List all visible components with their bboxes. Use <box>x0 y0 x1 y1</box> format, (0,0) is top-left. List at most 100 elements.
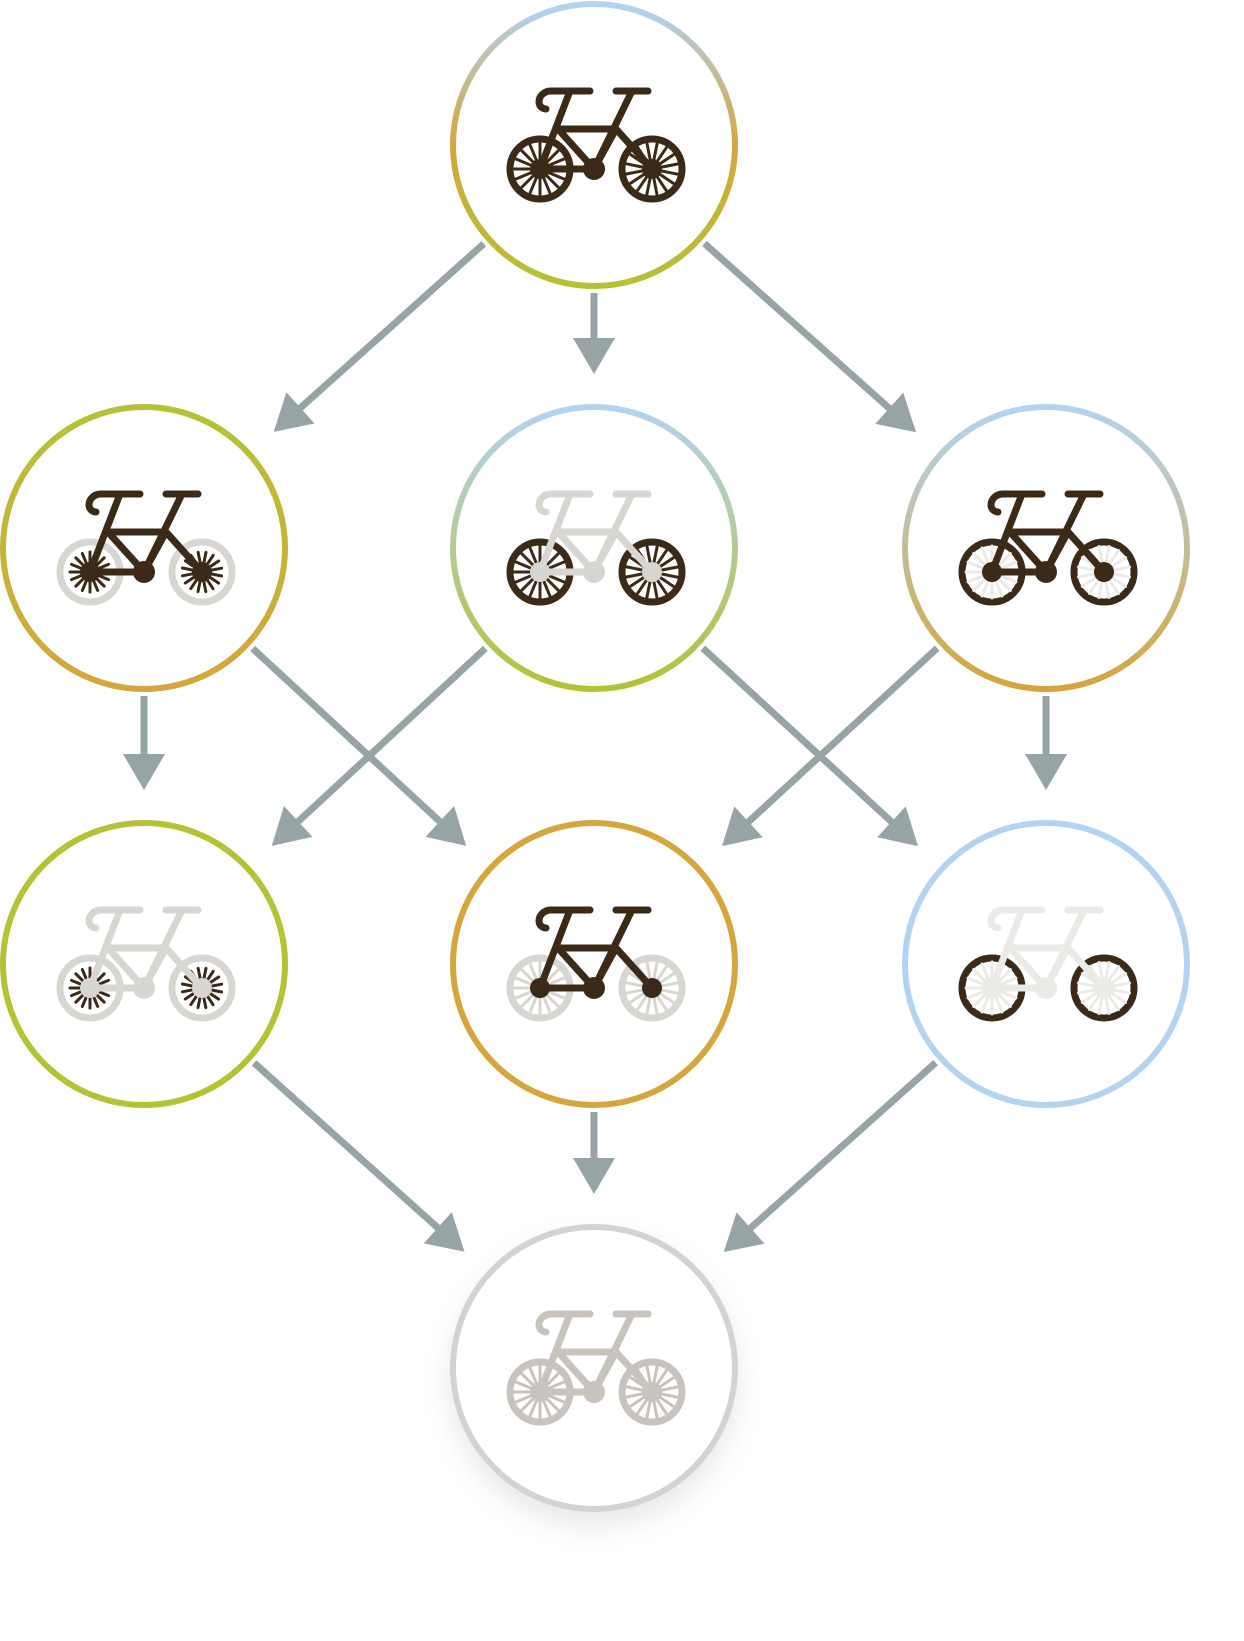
crank-hub <box>583 1381 605 1403</box>
front-hub <box>530 159 550 179</box>
seat-curl <box>85 906 105 932</box>
bike-frame <box>530 906 662 999</box>
node-ring <box>450 404 738 692</box>
bike-frame <box>530 490 662 583</box>
arrowhead <box>423 1212 465 1252</box>
frame-tubes <box>536 490 656 576</box>
frame-tubes <box>536 1310 656 1396</box>
bicycle-icon <box>958 906 1138 1022</box>
frame-tubes <box>86 906 206 992</box>
arrowhead <box>875 392 917 433</box>
node-low-center <box>450 820 738 1108</box>
arrow-mid-left-to-low-left <box>123 696 165 790</box>
arrow-line <box>250 645 446 827</box>
arrow-line <box>743 645 940 828</box>
bike-frame <box>982 490 1114 583</box>
arrow-top-to-mid-center <box>573 293 615 374</box>
front-hub <box>982 978 1002 998</box>
arrowhead <box>722 806 763 847</box>
wheel-rim <box>618 538 686 606</box>
bicycle-icon <box>958 490 1138 606</box>
nodes <box>0 1 1190 1512</box>
wheel-rim <box>618 954 686 1022</box>
arrow-line <box>295 241 487 414</box>
node-low-right <box>902 820 1190 1108</box>
node-ring <box>902 820 1190 1108</box>
wheel-rim <box>618 1358 686 1426</box>
node-ring <box>0 820 288 1108</box>
seat-curl <box>535 490 555 516</box>
node-ring <box>450 1224 738 1512</box>
arrow-line <box>251 1060 444 1233</box>
seat-curl <box>987 906 1007 932</box>
bike-frame <box>530 1310 662 1403</box>
arrowhead <box>271 806 313 846</box>
node-mid-right <box>902 404 1190 692</box>
bike-frame <box>80 490 212 583</box>
rear-hub <box>642 562 662 582</box>
arrow-top-to-mid-left <box>273 241 487 432</box>
bike-frame <box>80 906 212 999</box>
seat-curl <box>535 906 555 932</box>
node-ring <box>450 820 738 1108</box>
rear-hub <box>1094 562 1114 582</box>
arrow-mid-center-to-low-right <box>700 645 918 847</box>
arrowhead <box>425 806 467 846</box>
crank-hub <box>583 158 605 180</box>
front-hub <box>80 562 100 582</box>
node-ring <box>450 1 738 289</box>
node-low-left <box>0 820 288 1108</box>
seat-curl <box>987 490 1007 516</box>
bicycle-icon <box>506 906 686 1022</box>
arrow-mid-left-to-low-center <box>250 645 467 846</box>
front-hub <box>530 978 550 998</box>
arrowhead <box>1025 754 1067 790</box>
rear-hub <box>642 1382 662 1402</box>
arrow-low-center-to-bottom <box>573 1112 615 1194</box>
seat-curl <box>535 1310 555 1336</box>
bicycle-icon <box>56 906 236 1022</box>
crank-hub <box>583 561 605 583</box>
bicycle-icon <box>506 1310 686 1426</box>
crank-hub <box>583 977 605 999</box>
arrow-mid-right-to-low-center <box>722 645 940 847</box>
arrow-mid-right-to-low-right <box>1025 696 1067 790</box>
wheel-rim <box>1070 538 1138 606</box>
node-top <box>450 1 738 289</box>
wheel-rim <box>168 954 236 1022</box>
front-hub <box>530 562 550 582</box>
frame-tubes <box>536 87 656 173</box>
node-bottom <box>450 1224 738 1512</box>
bike-frame <box>982 906 1114 999</box>
node-ring <box>0 404 288 692</box>
node-ring <box>902 404 1190 692</box>
arrowhead <box>723 1212 765 1253</box>
arrowhead <box>573 338 615 374</box>
bicycle-icon <box>506 490 686 606</box>
node-mid-center <box>450 404 738 692</box>
seat-curl <box>85 490 105 516</box>
rear-hub <box>192 562 212 582</box>
bicycle-icon <box>506 87 686 203</box>
crank-hub <box>1035 561 1057 583</box>
crank-hub <box>1035 977 1057 999</box>
crank-hub <box>133 561 155 583</box>
frame-tubes <box>536 906 656 992</box>
bicycle-icon <box>56 490 236 606</box>
arrow-low-left-to-bottom <box>251 1060 465 1252</box>
rear-wheel <box>168 538 236 606</box>
rear-hub <box>192 978 212 998</box>
arrow-mid-center-to-low-left <box>271 645 488 846</box>
rear-hub <box>642 159 662 179</box>
arrow-line <box>745 1060 938 1234</box>
arrow-low-right-to-bottom <box>723 1060 938 1253</box>
seat-curl <box>535 87 555 113</box>
arrow-line <box>702 240 895 414</box>
edges <box>123 240 1067 1253</box>
rear-hub <box>642 978 662 998</box>
front-hub <box>982 562 1002 582</box>
wheel-rim <box>168 538 236 606</box>
frame-tubes <box>86 490 206 576</box>
